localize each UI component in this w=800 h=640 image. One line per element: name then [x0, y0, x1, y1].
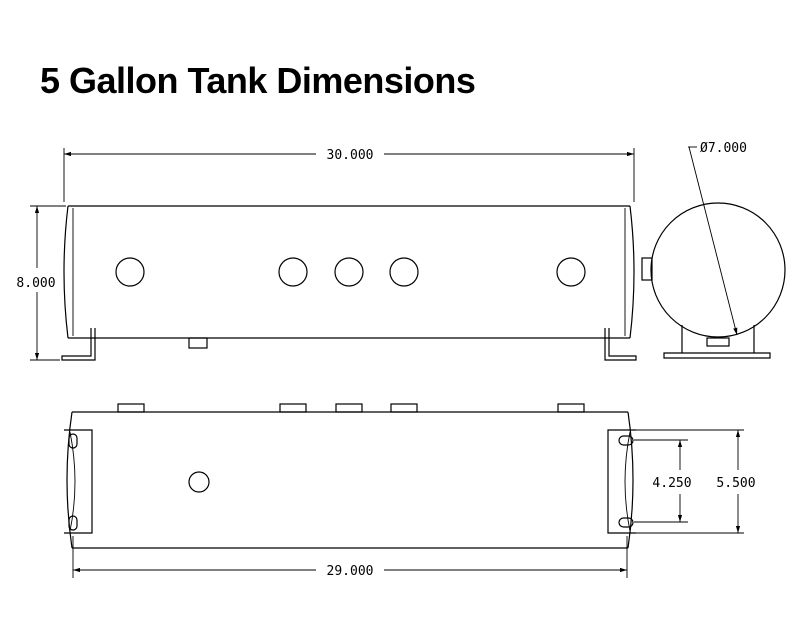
- dim-length-top: 30.000: [327, 148, 374, 163]
- top-view-drain: [188, 471, 210, 493]
- side-port-5: [556, 257, 586, 287]
- dim-diameter: Ø7.000: [700, 141, 747, 156]
- side-port-4: [389, 257, 419, 287]
- dim-length-bottom: 29.000: [327, 564, 374, 579]
- side-port-3: [334, 257, 364, 287]
- end-view: Ø7.000: [641, 141, 786, 359]
- side-port-2: [278, 257, 308, 287]
- side-port-1: [115, 257, 145, 287]
- top-view: 4.250 5.500 29.000: [64, 403, 756, 579]
- dim-height: 8.000: [16, 276, 55, 291]
- dim-hole-spacing: 4.250: [652, 476, 691, 491]
- dim-bracket-width: 5.500: [716, 476, 755, 491]
- side-view: 30.000 8.000: [16, 148, 637, 361]
- page-title: 5 Gallon Tank Dimensions: [40, 60, 476, 101]
